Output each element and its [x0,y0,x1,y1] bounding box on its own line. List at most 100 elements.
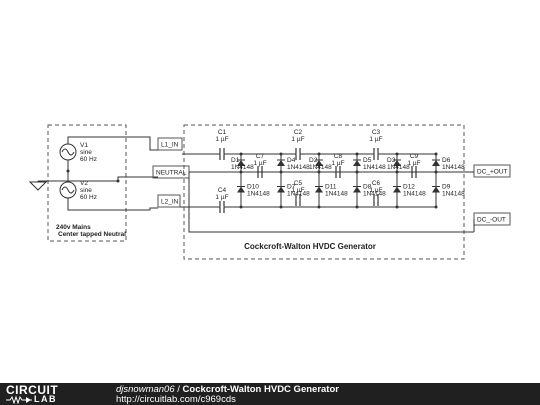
diode-part-d1: 1N4148 [231,164,254,171]
mains-label-line2: Center tapped Neutral [58,231,126,238]
wire [67,136,158,151]
diode-name-d8: D8 [363,184,372,191]
junction-dot [355,152,359,156]
diode-name-d4: D4 [287,157,296,164]
diode-d12-symbol [393,186,401,193]
diode-name-d2: D2 [309,157,318,164]
net-label-l1-in: L1_IN [161,142,179,149]
net-label-l2-in-box [157,194,181,208]
net-label-dc-plus-out-box [473,164,511,178]
capacitor-value-c4: 1 µF [215,194,228,201]
source-freq-2: 60 Hz [80,194,97,201]
logo-trace-icon [6,395,32,404]
diode-d11-symbol [315,186,323,193]
source-name-1: V1 [80,142,88,149]
diode-d1-symbol [237,160,245,166]
junction-dot [66,169,70,173]
circuitlab-logo[interactable]: CIRCUIT LAB [6,384,70,404]
capacitor-value-c2: 1 µF [291,136,304,143]
diagram-title: Cockcroft-Walton HVDC Generator [244,242,376,251]
circuit-title: Cockcroft-Walton HVDC Generator [182,384,339,395]
junction-dot [279,170,283,174]
junction-dot [434,152,438,156]
diode-d5-symbol [353,160,361,166]
diode-d4-symbol [277,160,285,166]
capacitor-name-c8: C8 [334,153,343,160]
junction-dot [279,152,283,156]
junction-dot [317,205,321,209]
junction-dot [355,170,359,174]
net-label-l2-in: L2_IN [161,199,179,206]
diode-d3-symbol [393,160,401,166]
diode-d7-symbol [277,186,285,193]
capacitor-gap [374,199,378,201]
sine-wave-icon [61,148,75,156]
source-type-2: sine [80,187,92,194]
source-freq-1: 60 Hz [80,156,97,163]
junction-dot [239,170,243,174]
diode-part-d3: 1N4148 [387,164,410,171]
capacitor-gap [220,206,224,208]
junction-dot [395,205,399,209]
net-label-dc-plus-out: DC_+OUT [477,169,508,176]
capacitor-gap [296,199,300,201]
junction-dot [317,170,321,174]
net-label-dc-minus-out: DC_-OUT [477,217,506,224]
diode-name-d11: D11 [325,184,337,191]
diode-name-d3: D3 [387,157,396,164]
capacitor-value-c1: 1 µF [215,136,228,143]
ground-icon [28,181,48,191]
diode-part-d10: 1N4148 [247,191,270,198]
diode-name-d9: D9 [442,184,451,191]
diode-part-d8: 1N4148 [363,191,386,198]
junction-dot [239,152,243,156]
capacitor-name-c4: C4 [218,187,227,194]
diode-name-d10: D10 [247,184,259,191]
diode-part-d11: 1N4148 [325,191,348,198]
diode-name-d1: D1 [231,157,240,164]
source-name-2: V2 [80,180,88,187]
junction-dot [239,205,243,209]
credit-separator: / [174,384,183,395]
sine-wave-icon [61,186,75,194]
capacitor-value-c3: 1 µF [369,136,382,143]
diode-d2-symbol [315,160,323,166]
junction-dot [395,152,399,156]
diode-name-d12: D12 [403,184,415,191]
junction-dot [279,205,283,209]
mains-source-box [47,124,127,242]
capacitor-name-c6: C6 [372,180,381,187]
junction-dot [317,152,321,156]
junction-dot [395,170,399,174]
diode-part-d2: 1N4148 [309,164,332,171]
junction-dot [355,205,359,209]
mains-label-line1: 240v Mains [56,224,91,231]
diode-d8-symbol [353,186,361,193]
capacitor-name-c5: C5 [294,180,303,187]
logo-text-circuit: CIRCUIT [6,383,59,397]
diode-part-d7: 1N4148 [287,191,310,198]
capacitor-name-c2: C2 [294,129,303,136]
diode-name-d5: D5 [363,157,372,164]
net-label-l1-in-box [157,137,183,151]
footer-bar: CIRCUIT LAB djsnowman06 / Cockcroft-Walt… [0,383,540,405]
circuit-url-link[interactable]: http://circuitlab.com/c969cds [116,394,236,405]
logo-text-lab: LAB [34,394,57,404]
capacitor-name-c7: C7 [256,153,265,160]
wire-dc-minus [188,172,474,233]
diode-d9-symbol [432,186,440,193]
source-type-1: sine [80,149,92,156]
diode-name-d6: D6 [442,157,451,164]
capacitor-value-c9: 1 µF [407,160,420,167]
diode-part-d5: 1N4148 [363,164,386,171]
diode-part-d12: 1N4148 [403,191,426,198]
diode-name-d7: D7 [287,184,296,191]
capacitor-value-c8: 1 µF [331,160,344,167]
capacitor-gap [296,153,300,155]
diode-d10-symbol [237,186,245,193]
diode-d6-symbol [432,160,440,166]
author-link[interactable]: djsnowman06 [116,384,175,395]
wire [67,198,158,211]
capacitor-value-c5: 1 µF [291,187,304,194]
capacitor-gap [374,153,378,155]
